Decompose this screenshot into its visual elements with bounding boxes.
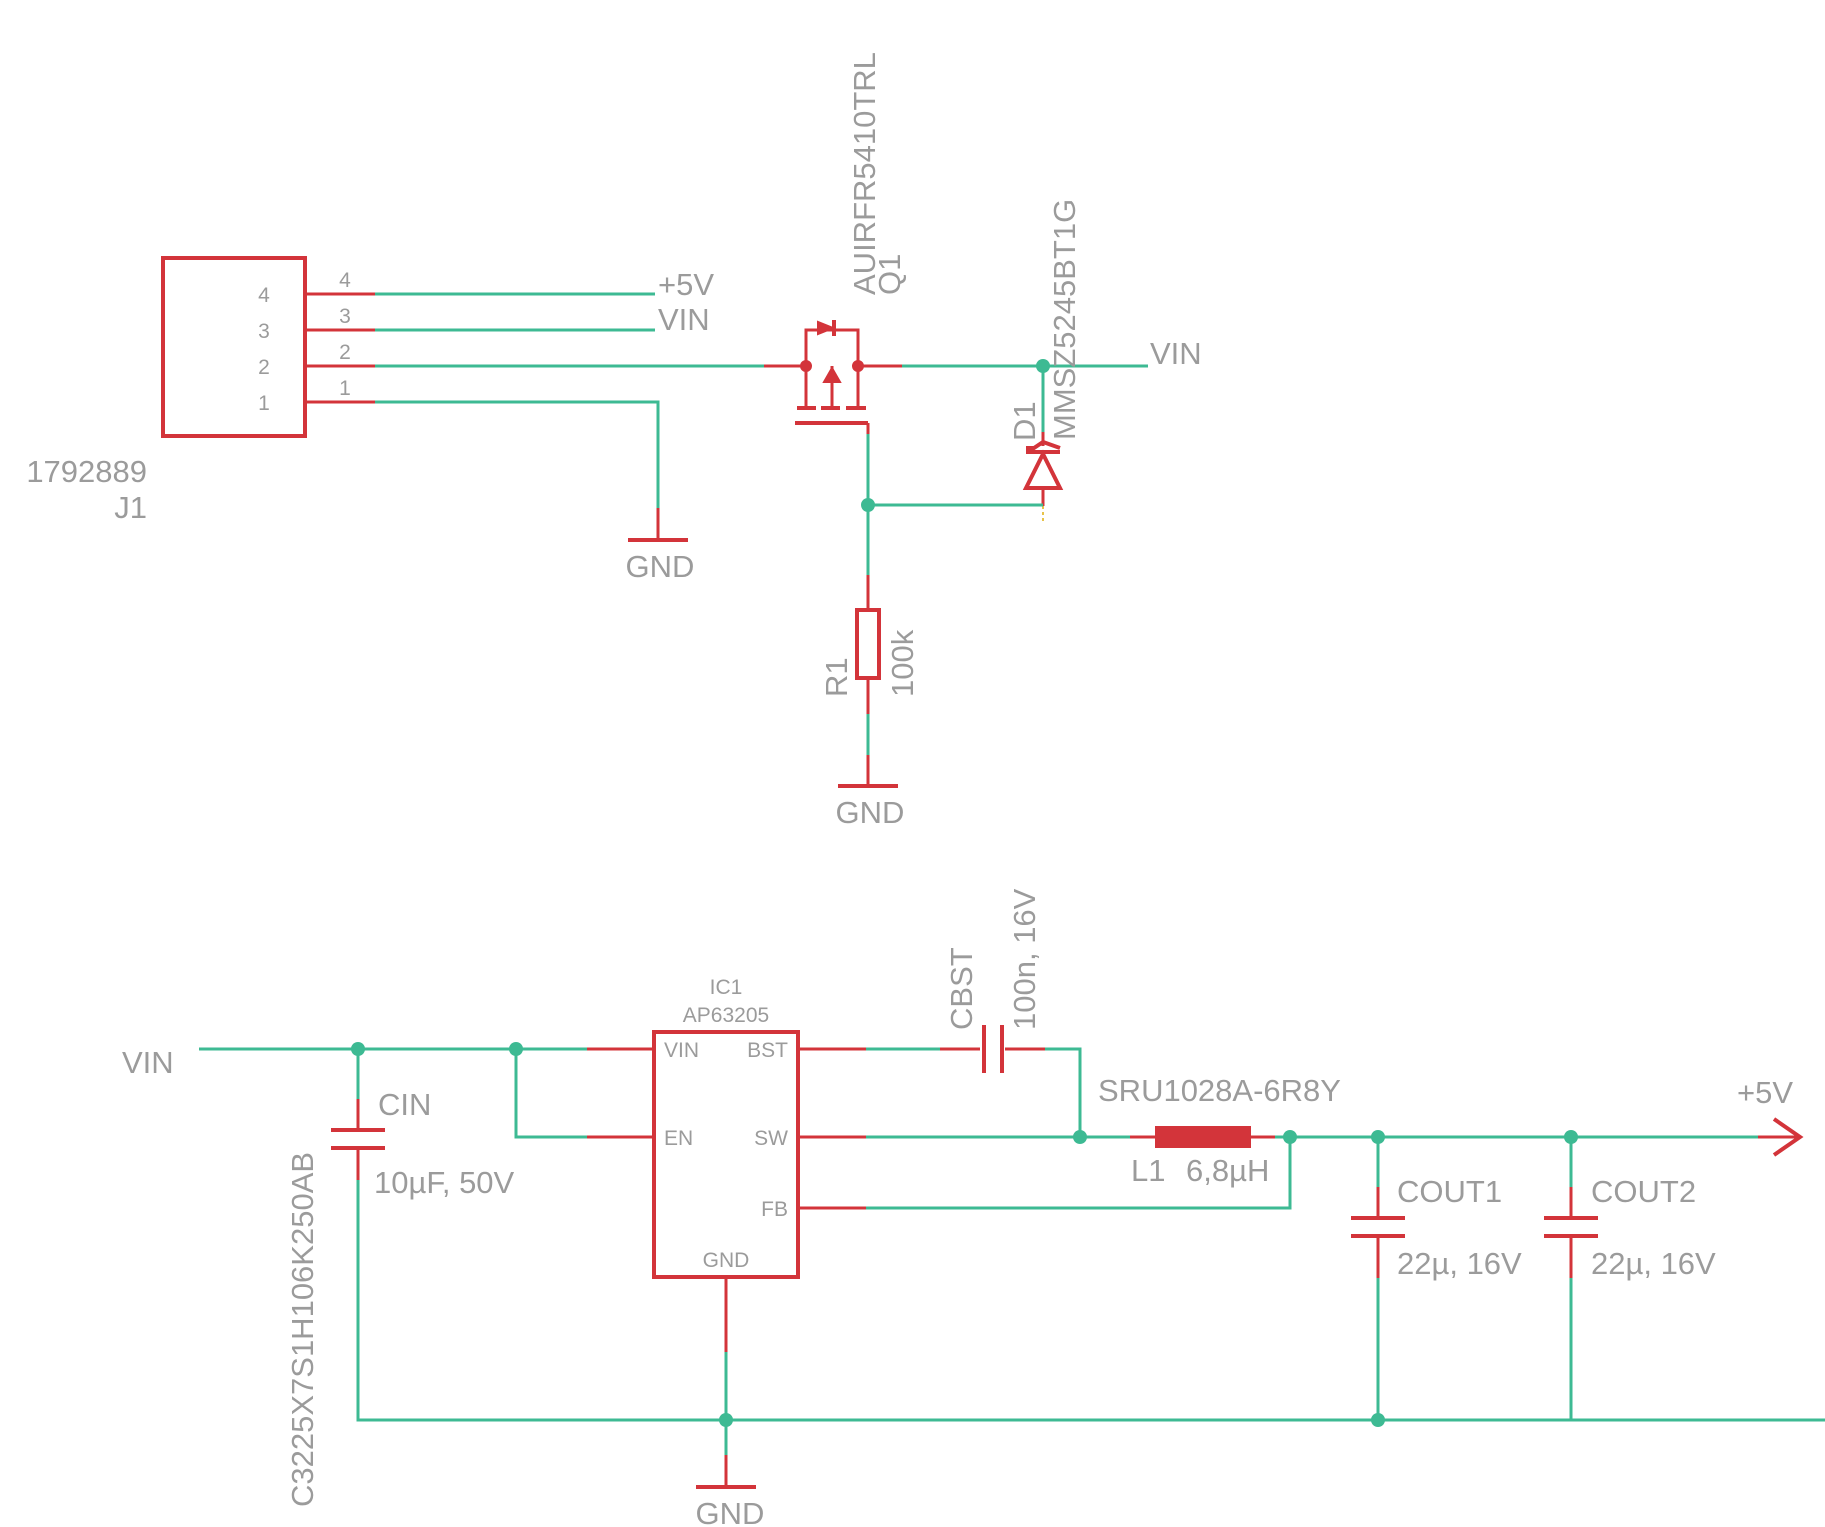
ic-ref-label: IC1 [710,976,743,999]
mosfet-ref-label: Q1 [872,254,907,295]
connector-pin-number-1: 1 [339,377,351,400]
inductor-l1[interactable]: SRU1028A-6R8Y L1 6,8µH [1098,1073,1341,1188]
zener-part-label: MMSZ5245BT1G [1047,199,1082,440]
connector-pin-number-2: 2 [339,341,351,364]
connector-ref-label: J1 [114,490,147,525]
connector-inner-pin-2: 2 [258,356,270,379]
connector-part-label: 1792889 [26,454,147,489]
cout1-ref-label: COUT1 [1397,1174,1502,1209]
mosfet-q1[interactable]: AUIRFR5410TRL Q1 [764,52,907,434]
cout1-value-label: 22µ, 16V [1397,1246,1522,1281]
net-label-5v-output: +5V [1737,1075,1793,1110]
inductor-ref-label: L1 [1131,1153,1165,1188]
junction-sw [1073,1130,1087,1144]
net-label-vin-top: VIN [1150,336,1202,371]
ic-part-label: AP63205 [683,1004,769,1027]
ic-pin-en: EN [664,1127,693,1150]
ic-ap63205[interactable]: IC1 AP63205 VIN EN BST SW FB GND [587,976,866,1352]
supply-5v-output: +5V [1737,1075,1804,1157]
connector-inner-pin-4: 4 [258,284,270,307]
ic-pin-fb: FB [761,1198,788,1221]
gnd-label-resistor: GND [836,795,905,830]
wire-fb [866,1137,1292,1210]
cin-part-label: C3225X7S1H106K250AB [285,1152,320,1507]
resistor-ref-label: R1 [819,657,854,697]
mosfet-part-label: AUIRFR5410TRL [847,52,882,295]
zener-ref-label: D1 [1007,401,1042,441]
zener-d1[interactable]: D1 MMSZ5245BT1G [1007,199,1082,524]
cout2-value-label: 22µ, 16V [1591,1246,1716,1281]
net-label-5v-top: +5V [658,267,714,302]
ic-pin-vin: VIN [664,1039,699,1062]
gnd-label-connector: GND [626,549,695,584]
connector-j1[interactable]: 4 3 2 1 4 3 2 1 1792889 J1 [26,256,375,525]
ic-pin-gnd: GND [703,1249,750,1272]
connector-pin-number-4: 4 [339,269,351,292]
ic-pin-sw: SW [754,1127,788,1150]
cin-ref-label: CIN [378,1087,431,1122]
resistor-r1[interactable]: R1 100k [819,575,920,714]
body-diode-arrow [817,320,836,336]
connector-body [161,256,307,438]
net-label-vin-connector: VIN [658,302,710,337]
connector-inner-pin-3: 3 [258,320,270,343]
capacitor-cout1[interactable]: COUT1 22µ, 16V [1351,1137,1522,1420]
cout2-ref-label: COUT2 [1591,1174,1696,1209]
gnd-symbol-buck: GND [696,1455,765,1527]
capacitor-cin[interactable]: CIN 10µF, 50V C3225X7S1H106K250AB [285,1049,515,1507]
cbst-ref-label: CBST [944,947,979,1030]
capacitor-cbst[interactable]: CBST 100n, 16V [940,888,1045,1073]
capacitor-cout2[interactable]: COUT2 22µ, 16V [1544,1137,1716,1420]
wire-gnd-bus [356,1180,1825,1422]
wire-en [514,1049,587,1139]
net-label-vin-buck: VIN [122,1045,174,1080]
gnd-symbol-resistor: GND [836,755,905,830]
ic-pin-bst: BST [747,1039,788,1062]
gnd-symbol-connector: GND [626,508,695,584]
wire-pin1-gnd [375,400,660,508]
inductor-value-label: 6,8µH [1186,1153,1269,1188]
cin-value-label: 10µF, 50V [374,1165,515,1200]
junction-cout1-gnd [1371,1413,1385,1427]
gnd-label-buck: GND [696,1496,765,1527]
wire-cbst-sw [1045,1047,1082,1137]
ic-body [652,1030,800,1279]
connector-inner-pin-1: 1 [258,392,270,415]
cbst-value-label: 100n, 16V [1007,888,1042,1030]
connector-pin-number-3: 3 [339,305,351,328]
resistor-value-label: 100k [885,629,920,697]
inductor-part-label: SRU1028A-6R8Y [1098,1073,1341,1108]
